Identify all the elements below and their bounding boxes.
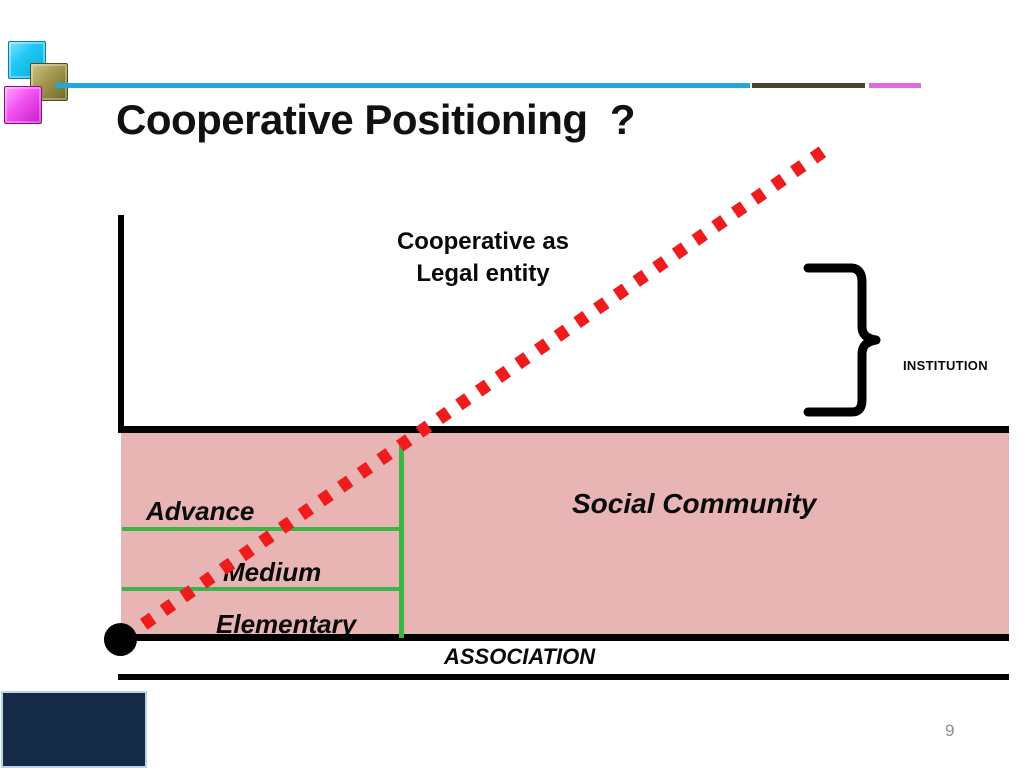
cyan-square-decoration	[8, 41, 46, 79]
page-number: 9	[945, 721, 955, 740]
curly-brace-icon	[803, 263, 881, 417]
tier-label-medium: Medium	[223, 557, 322, 587]
origin-point-marker	[104, 623, 137, 656]
green-horizontal-divider-advance	[122, 527, 402, 531]
magenta-square-decoration	[4, 86, 42, 124]
vertical-axis	[118, 215, 124, 431]
legal-entity-caption-line1: Cooperative as	[396, 228, 570, 255]
tier-label-advance: Advance	[146, 496, 255, 526]
region-top-border	[118, 426, 1009, 433]
institution-label: INSTITUTION	[903, 358, 988, 373]
green-vertical-divider	[399, 444, 404, 638]
association-bottom-border	[118, 674, 1009, 680]
social-community-region	[121, 431, 1009, 637]
legal-entity-caption-line2: Legal entity	[416, 260, 550, 288]
cyan-rule-decoration	[55, 83, 750, 88]
magenta-rule-decoration	[869, 83, 921, 88]
olive-rule-decoration	[752, 83, 865, 88]
tier-label-elementary: Elementary	[216, 609, 357, 639]
legal-entity-caption: Cooperative as Legal entity	[373, 226, 593, 290]
association-label: ASSOCIATION	[444, 644, 596, 669]
footer-accent-box	[1, 691, 147, 768]
social-community-label: Social Community	[572, 488, 817, 519]
slide-title: Cooperative Positioning ?	[116, 96, 636, 143]
